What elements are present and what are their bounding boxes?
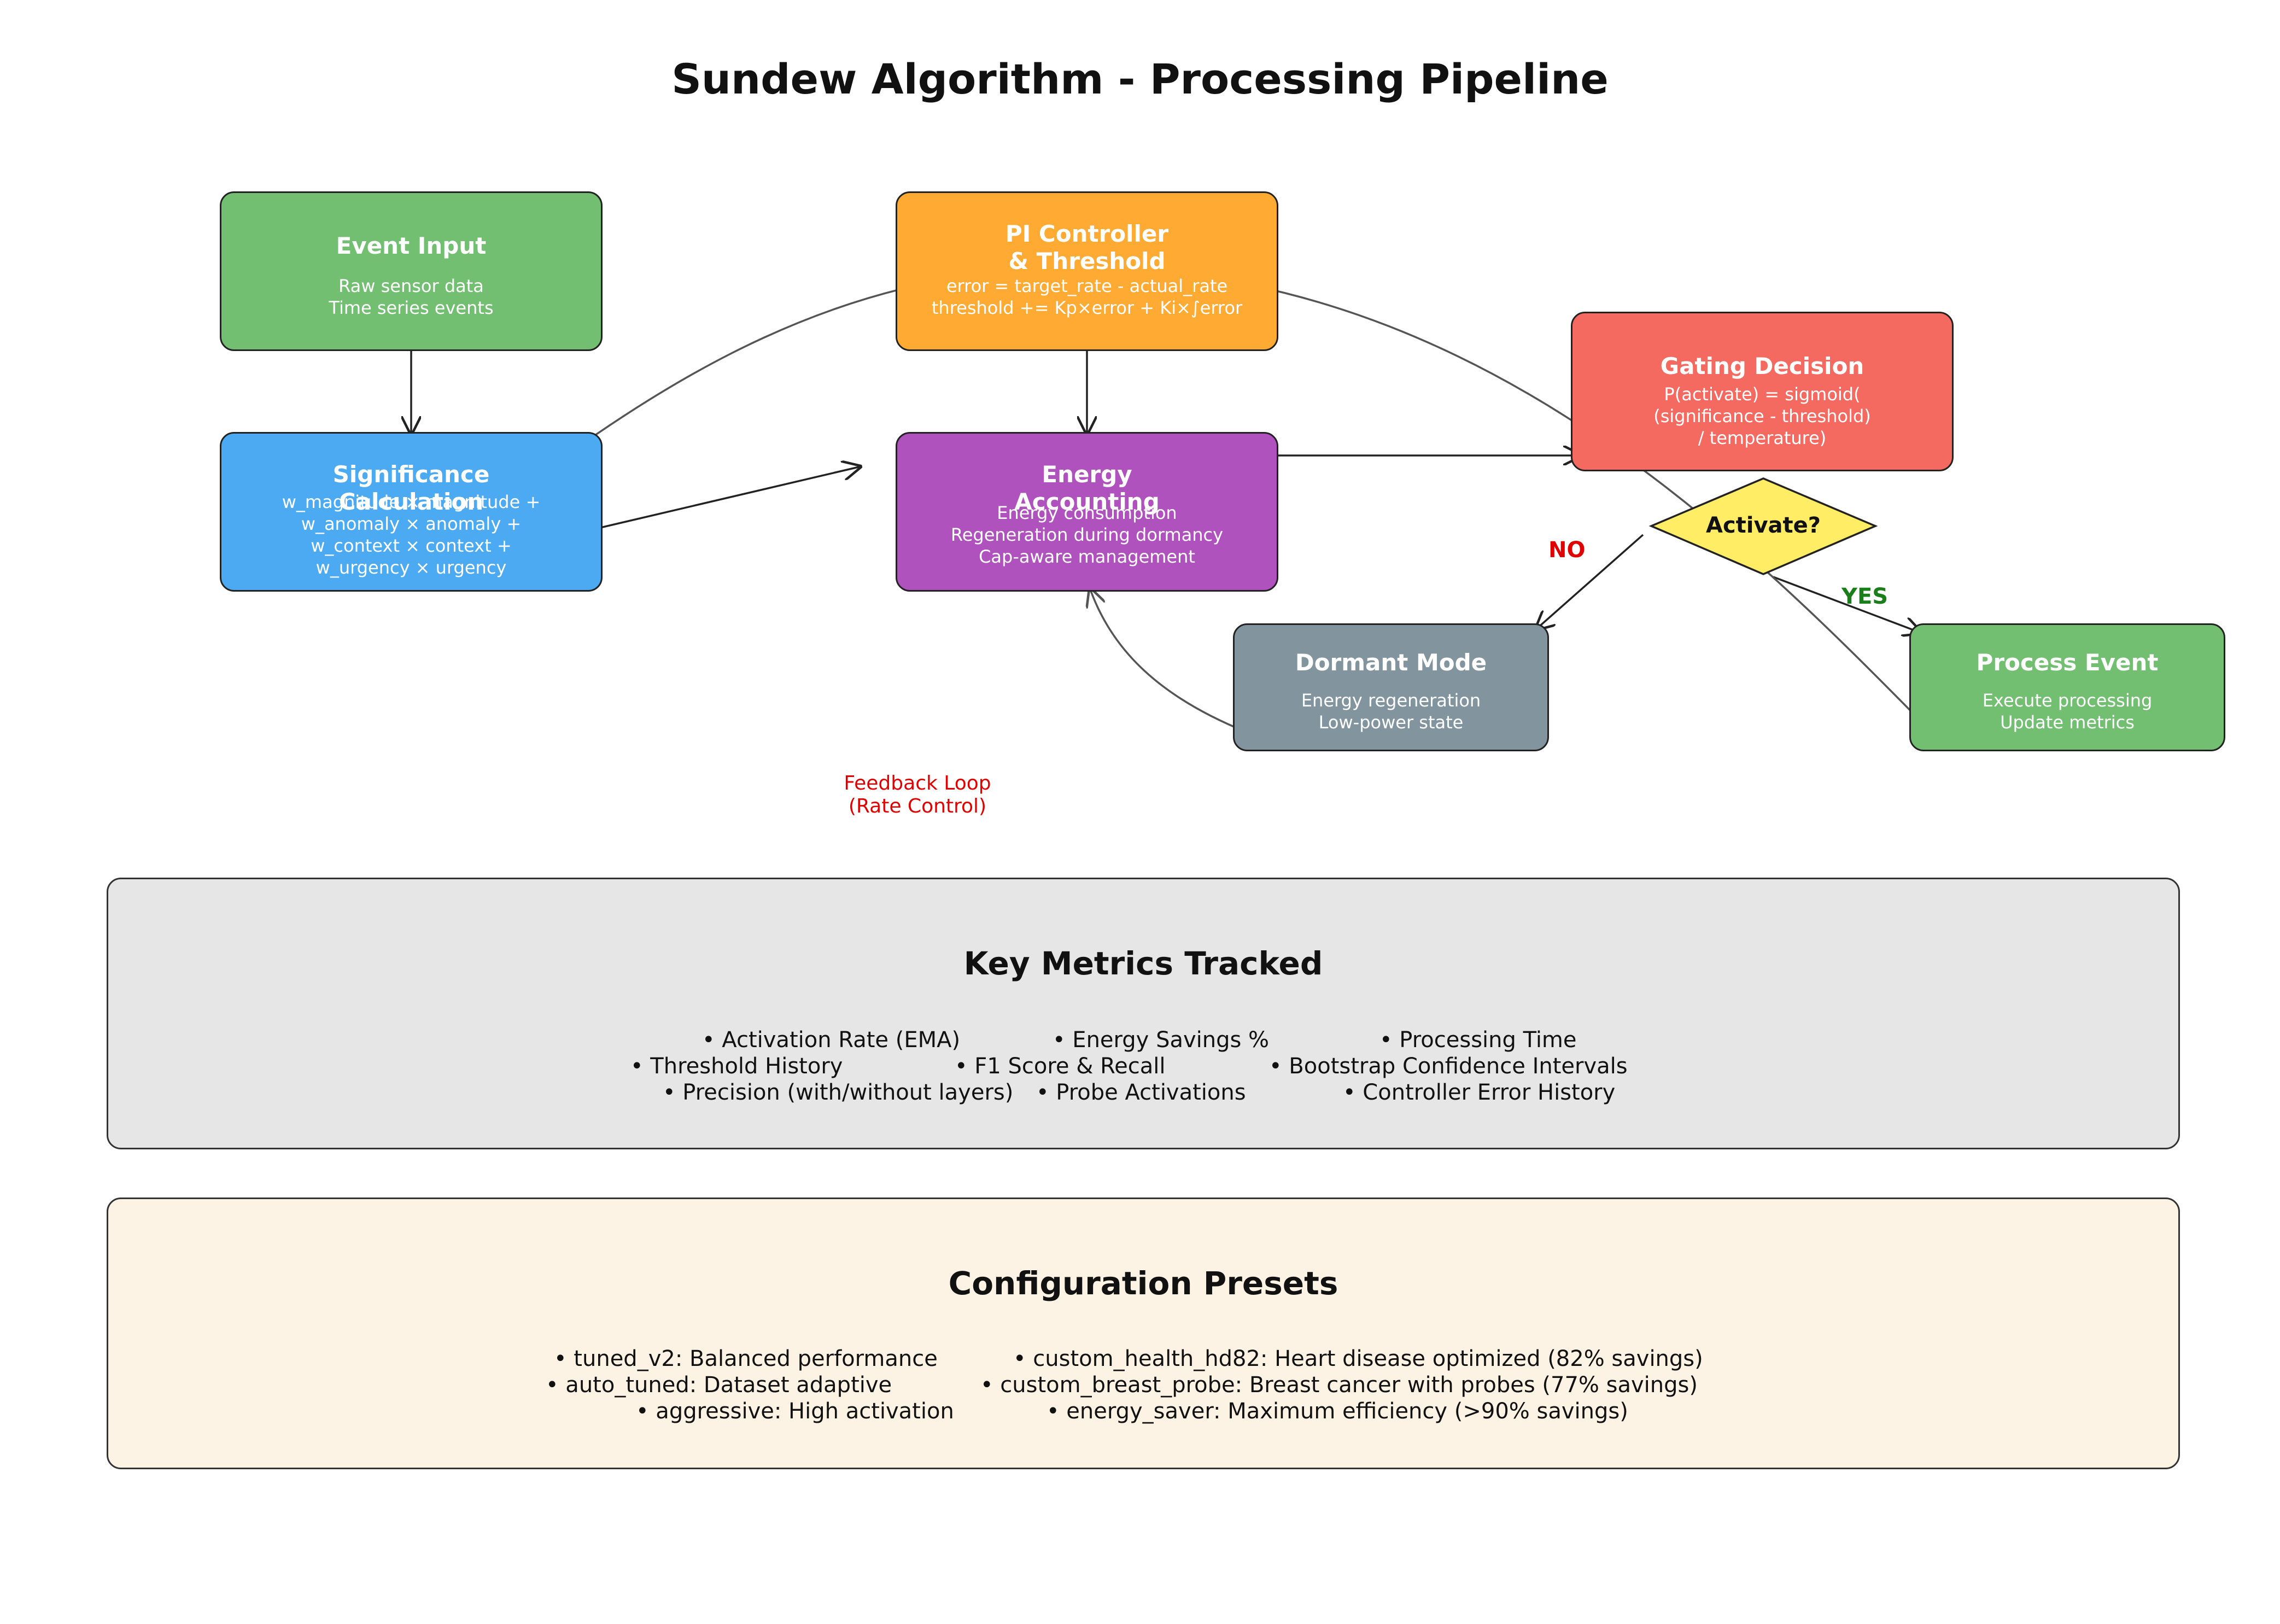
dormant-mode-node: Dormant Mode Energy regeneration Low-pow…	[1233, 623, 1549, 751]
preset-item: • aggressive: High activation	[636, 1399, 954, 1424]
no-label: NO	[1548, 538, 1586, 563]
node-desc-line: Update metrics	[2000, 712, 2135, 733]
metric-item: • Precision (with/without layers)	[663, 1080, 1014, 1105]
node-desc-line: Cap-aware management	[979, 546, 1195, 567]
configuration-presets-panel: Configuration Presets • tuned_v2: Balanc…	[107, 1197, 2180, 1469]
node-title: Significance	[332, 461, 490, 488]
event-input-node: Event Input Raw sensor data Time series …	[220, 191, 603, 351]
node-desc-line: error = target_rate - actual_rate	[946, 276, 1228, 296]
feedback-line: (Rate Control)	[848, 795, 987, 817]
node-desc-line: w_urgency × urgency	[315, 557, 507, 578]
preset-item: • custom_health_hd82: Heart disease opti…	[1013, 1346, 1703, 1371]
preset-item: • energy_saver: Maximum efficiency (>90%…	[1047, 1399, 1628, 1424]
node-desc-line: w_anomaly × anomaly +	[301, 513, 522, 534]
metrics-title: Key Metrics Tracked	[963, 945, 1323, 982]
node-desc-line: P(activate) = sigmoid(	[1664, 384, 1861, 405]
node-title: PI Controller	[1005, 220, 1169, 247]
page-title: Sundew Algorithm - Processing Pipeline	[671, 55, 1609, 103]
node-title: Event Input	[336, 232, 487, 259]
decision-diamond	[1648, 477, 1878, 575]
feedback-loop-label: Feedback Loop (Rate Control)	[808, 772, 1027, 818]
preset-item: • custom_breast_probe: Breast cancer wit…	[980, 1372, 1698, 1398]
node-desc-line: / temperature)	[1698, 428, 1827, 448]
presets-title: Configuration Presets	[948, 1265, 1338, 1302]
metric-item: • Energy Savings %	[1053, 1027, 1270, 1053]
node-desc-line: Regeneration during dormancy	[950, 524, 1224, 545]
metric-item: • Processing Time	[1379, 1027, 1577, 1053]
node-desc-line: Energy regeneration	[1301, 690, 1481, 711]
gating-decision-node: Gating Decision P(activate) = sigmoid( (…	[1571, 312, 1954, 471]
key-metrics-panel: Key Metrics Tracked • Activation Rate (E…	[107, 878, 2180, 1149]
node-title: Calculation	[338, 488, 484, 515]
arrow-decision-to-dormant	[1535, 534, 1644, 630]
significance-node: Significance Calculation w_magnitude × m…	[220, 432, 603, 592]
pi-controller-node: PI Controller & Threshold error = target…	[896, 191, 1278, 351]
node-title: & Threshold	[1008, 248, 1166, 274]
node-title: Energy	[1042, 461, 1132, 488]
node-desc-line: Time series events	[329, 297, 494, 318]
energy-accounting-node: Energy Accounting Energy consumption Reg…	[896, 432, 1278, 592]
node-desc-line: Execute processing	[1982, 690, 2153, 711]
node-title: Accounting	[1014, 488, 1160, 515]
node-desc-line: Low-power state	[1318, 712, 1464, 733]
node-desc-line: Raw sensor data	[338, 276, 484, 296]
metric-item: • Activation Rate (EMA)	[702, 1027, 961, 1053]
node-desc-line: threshold += Kp×error + Ki×∫error	[931, 297, 1243, 318]
preset-item: • auto_tuned: Dataset adaptive	[546, 1372, 892, 1398]
node-title: Dormant Mode	[1295, 649, 1487, 676]
node-title: Process Event	[1976, 649, 2159, 676]
process-event-node: Process Event Execute processing Update …	[1909, 623, 2225, 751]
node-desc-line: (significance - threshold)	[1653, 406, 1871, 427]
node-desc-line: Energy consumption	[997, 503, 1177, 523]
feedback-line: Feedback Loop	[844, 772, 991, 795]
yes-label: YES	[1841, 584, 1889, 609]
node-title: Gating Decision	[1660, 353, 1864, 379]
metric-item: • Probe Activations	[1036, 1080, 1246, 1105]
metric-item: • F1 Score & Recall	[955, 1054, 1166, 1079]
arrow-decision-to-process	[1773, 576, 1922, 633]
decision-label: Activate?	[1705, 513, 1821, 538]
arrow-dormant-to-energy	[1090, 588, 1246, 733]
node-desc-line: w_context × context +	[311, 535, 512, 556]
metric-item: • Bootstrap Confidence Intervals	[1269, 1054, 1628, 1079]
metric-item: • Controller Error History	[1343, 1080, 1616, 1105]
metric-item: • Threshold History	[630, 1054, 843, 1079]
node-desc-line: w_magnitude × magnitude +	[282, 492, 541, 512]
preset-item: • tuned_v2: Balanced performance	[554, 1346, 938, 1371]
